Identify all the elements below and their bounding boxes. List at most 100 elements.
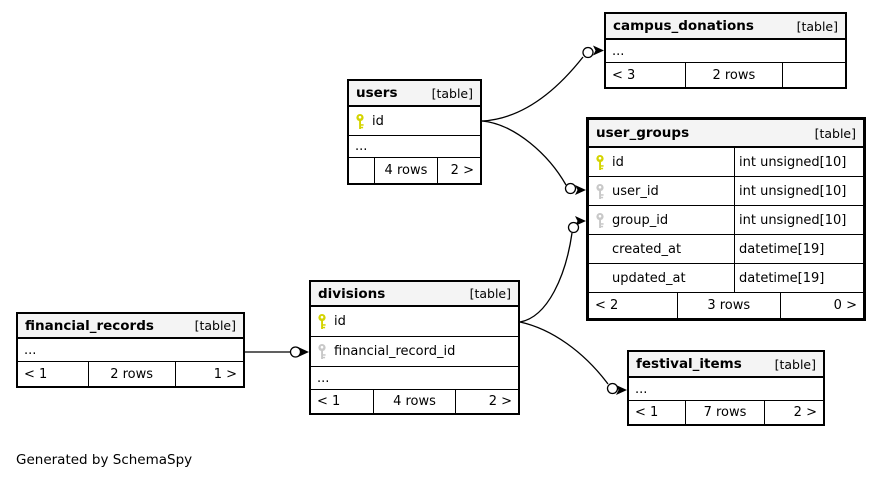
- table-footer: < 2 3 rows 0 >: [589, 293, 863, 318]
- table-divisions[interactable]: divisions [table] id financial_record_id...…: [309, 280, 520, 415]
- table-footer: < 3 2 rows: [606, 63, 845, 87]
- relationship-users.id-to-campus_donations: [481, 45, 604, 122]
- column-row-updated_at: updated_at datetime[19]: [589, 264, 863, 293]
- arrowhead-icon: [298, 347, 309, 357]
- arrowhead-icon: [575, 216, 586, 226]
- generated-by-note: Generated by SchemaSpy: [16, 452, 193, 468]
- cardinality-circle-icon: [289, 346, 302, 358]
- column-name: created_at: [612, 241, 682, 257]
- footer-parents-count: 0 >: [833, 298, 857, 313]
- table-type-tag: [table]: [431, 85, 473, 101]
- column-row-id: id: [311, 307, 518, 337]
- cardinality-circle-icon: [564, 182, 577, 195]
- table-header[interactable]: financial_records[table]: [18, 314, 243, 339]
- table-footer: 4 rows 2 >: [349, 158, 480, 183]
- footer-rows-count: 4 rows: [373, 390, 456, 413]
- column-row-id: id: [349, 107, 480, 136]
- footer-children-count: [349, 158, 374, 183]
- table-name[interactable]: divisions: [318, 285, 386, 302]
- footer-rows-count: 4 rows: [373, 158, 439, 183]
- footer-children-count: < 2: [595, 298, 619, 313]
- table-footer: < 1 2 rows 1 >: [18, 362, 243, 386]
- column-name: updated_at: [612, 270, 686, 286]
- column-row-more: ...: [606, 40, 845, 63]
- table-header[interactable]: user_groups [table]: [589, 120, 863, 148]
- table-header[interactable]: divisions [table]: [311, 282, 518, 307]
- relationship-divisions.id-to-festival_items: [519, 321, 627, 395]
- column-row-user_id: user_id int unsigned[10]: [589, 177, 863, 206]
- column-row-more: ...: [18, 339, 243, 362]
- column-name: ...: [612, 43, 625, 59]
- arrowhead-icon: [616, 385, 627, 395]
- column-name: user_id: [612, 183, 659, 199]
- footer-rows-count: 2 rows: [684, 63, 783, 87]
- column-name: ...: [355, 139, 368, 154]
- table-type-tag: [table]: [774, 356, 816, 372]
- foreign-key-icon: [595, 183, 612, 200]
- primary-key-icon: [595, 154, 612, 171]
- foreign-key-icon: [595, 212, 612, 229]
- table-name[interactable]: financial_records: [25, 317, 154, 334]
- relationship-users.id-to-user_groups.user_id: [481, 120, 586, 195]
- footer-parents-count: 2 >: [450, 163, 474, 178]
- table-users[interactable]: users [table] id... 4 rows 2 >: [347, 79, 482, 185]
- column-name: financial_record_id: [334, 344, 456, 359]
- footer-children-count: < 1: [24, 366, 48, 382]
- column-name: ...: [317, 370, 330, 386]
- foreign-key-icon: [317, 343, 334, 360]
- table-header[interactable]: festival_items [table]: [629, 352, 823, 378]
- footer-parents-count: 2 >: [793, 405, 817, 420]
- cardinality-circle-icon: [606, 382, 619, 395]
- footer-parents-count: 1 >: [213, 366, 237, 382]
- relationship-financial_records-to-divisions.financial_record_id: [245, 346, 309, 358]
- table-header[interactable]: users [table]: [349, 81, 480, 107]
- footer-rows-count: 2 rows: [87, 362, 176, 386]
- column-name: id: [334, 314, 346, 329]
- table-name[interactable]: users: [356, 85, 398, 101]
- column-row-more: ...: [311, 367, 518, 390]
- column-row-more: ...: [349, 136, 480, 158]
- column-row-financial_record_id: financial_record_id: [311, 337, 518, 367]
- footer-parents-count: 2 >: [488, 394, 512, 409]
- cardinality-circle-icon: [582, 46, 594, 59]
- footer-children-count: < 3: [612, 67, 636, 83]
- column-name: group_id: [612, 212, 669, 228]
- column-type: int unsigned[10]: [734, 177, 863, 205]
- relationship-divisions.id-to-user_groups.group_id: [519, 216, 586, 323]
- column-name: id: [612, 154, 624, 170]
- table-name[interactable]: campus_donations: [613, 18, 754, 34]
- column-type: datetime[19]: [734, 235, 863, 263]
- column-name: id: [372, 113, 384, 129]
- column-name: ...: [24, 342, 37, 358]
- footer-children-count: < 1: [317, 394, 341, 409]
- primary-key-icon: [317, 313, 334, 330]
- footer-parents-count: [783, 63, 845, 87]
- arrowhead-icon: [593, 45, 604, 56]
- table-campus_donations[interactable]: campus_donations [table]... < 3 2 rows: [604, 12, 847, 89]
- arrowhead-icon: [575, 185, 586, 195]
- column-row-more: ...: [629, 378, 823, 401]
- column-type: datetime[19]: [734, 264, 863, 292]
- footer-rows-count: 3 rows: [676, 293, 781, 318]
- table-type-tag: [table]: [814, 125, 856, 141]
- table-footer: < 1 4 rows 2 >: [311, 390, 518, 413]
- primary-key-icon: [355, 113, 372, 130]
- table-header[interactable]: campus_donations [table]: [606, 14, 845, 40]
- table-type-tag: [table]: [796, 18, 838, 34]
- column-type: int unsigned[10]: [734, 148, 863, 176]
- table-name[interactable]: festival_items: [636, 356, 742, 372]
- column-row-created_at: created_at datetime[19]: [589, 235, 863, 264]
- table-type-tag: [table]: [469, 286, 511, 301]
- footer-children-count: < 1: [635, 405, 659, 420]
- table-financial_records[interactable]: financial_records[table]... < 1 2 rows 1 >: [16, 312, 245, 388]
- table-name[interactable]: user_groups: [596, 125, 690, 141]
- cardinality-circle-icon: [567, 221, 580, 234]
- column-row-id: id int unsigned[10]: [589, 148, 863, 177]
- column-name: ...: [635, 381, 648, 397]
